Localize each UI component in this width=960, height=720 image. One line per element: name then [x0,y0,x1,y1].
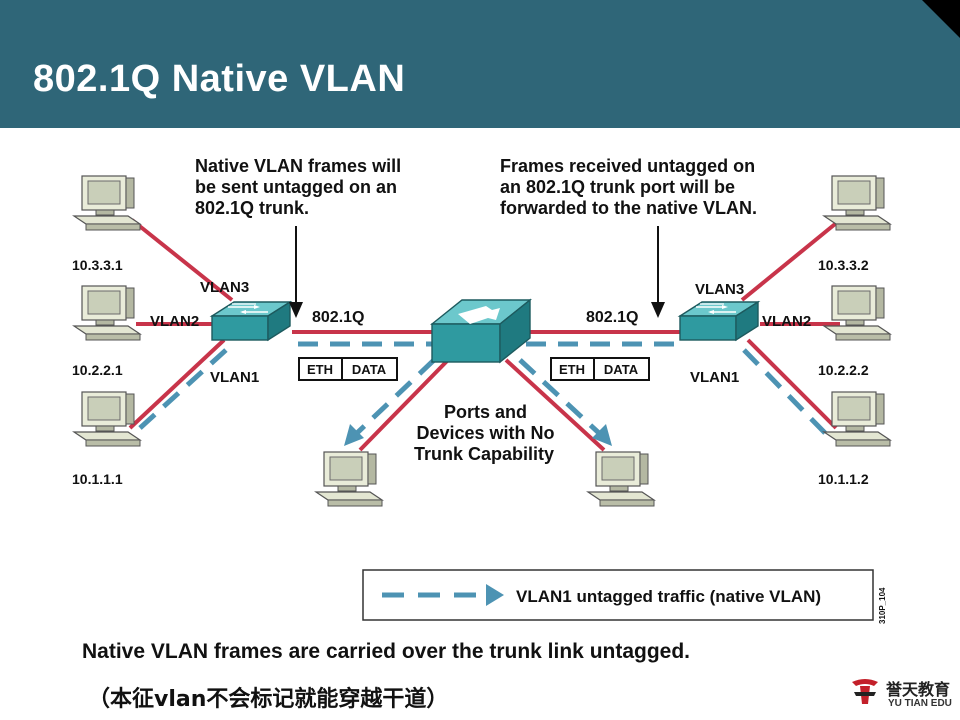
pc-no-trunk-right [587,451,655,507]
subcaption: （本征vlan不会标记就能穿越干道） [88,687,449,712]
right-vlan1-link [742,338,838,436]
pc-no-trunk-left [315,451,383,507]
page-title: 802.1Q Native VLAN [33,58,406,100]
trunk-links [292,330,684,347]
host-label-left-3: 10.1.1.1 [72,471,123,487]
note-left: Native VLAN frames will be sent untagged… [195,156,406,218]
host-label-right-2: 10.2.2.2 [818,362,869,378]
corner-accent [922,0,960,38]
vlan-label-left-1: VLAN1 [210,369,259,386]
pc-10-2-2-1 [73,285,141,341]
host-label-right-3: 10.1.1.2 [818,471,869,487]
pc-10-3-3-1 [73,175,141,231]
vlan-label-right-2: VLAN2 [762,313,811,330]
left-vlan3-link [130,218,234,302]
left-vlan1-link [128,338,228,430]
pc-10-2-2-2 [823,285,891,341]
host-label-right-1: 10.3.3.2 [818,257,869,273]
right-vlan3-link [740,218,842,302]
logo-text-en: YU TIAN EDU [888,698,952,709]
center-note: Ports and Devices with No Trunk Capabili… [414,402,560,464]
frame-data-label: DATA [352,362,387,377]
vlan-label-left-2: VLAN2 [150,313,199,330]
frame-eth-label: ETH [559,362,585,377]
vlan-label-right-1: VLAN1 [690,369,739,386]
note-right-arrow [651,226,665,318]
title-bar: 802.1Q Native VLAN [0,0,960,128]
switch-right [679,301,759,341]
note-left-arrow [289,226,303,318]
vlan-label-left-3: VLAN3 [200,279,249,296]
center-switch [430,298,532,364]
logo-mark-icon [852,679,878,704]
caption: Native VLAN frames are carried over the … [82,640,691,663]
trunk-label-right: 802.1Q [586,309,638,326]
pc-10-1-1-2 [823,391,891,447]
network-diagram: Native VLAN frames will be sent untagged… [72,156,891,624]
frame-box-right: ETH DATA [550,357,650,381]
pc-10-3-3-2 [823,175,891,231]
host-label-left-1: 10.3.3.1 [72,257,123,273]
frame-eth-label: ETH [307,362,333,377]
logo-text-cn: 誉天教育 [886,680,951,699]
center-access-links [344,358,612,452]
legend: VLAN1 untagged traffic (native VLAN) [362,569,874,621]
vlan-label-right-3: VLAN3 [695,281,744,298]
switch-left [211,301,291,341]
pc-10-1-1-1 [73,391,141,447]
brand-logo: 誉天教育 YU TIAN EDU [848,672,958,718]
legend-label: VLAN1 untagged traffic (native VLAN) [516,587,821,606]
note-right: Frames received untagged on an 802.1Q tr… [500,156,760,218]
frame-data-label: DATA [604,362,639,377]
frame-box-left: ETH DATA [298,357,398,381]
host-label-left-2: 10.2.2.1 [72,362,123,378]
trunk-label-left: 802.1Q [312,309,364,326]
figure-code: 310P_104 [878,587,887,624]
